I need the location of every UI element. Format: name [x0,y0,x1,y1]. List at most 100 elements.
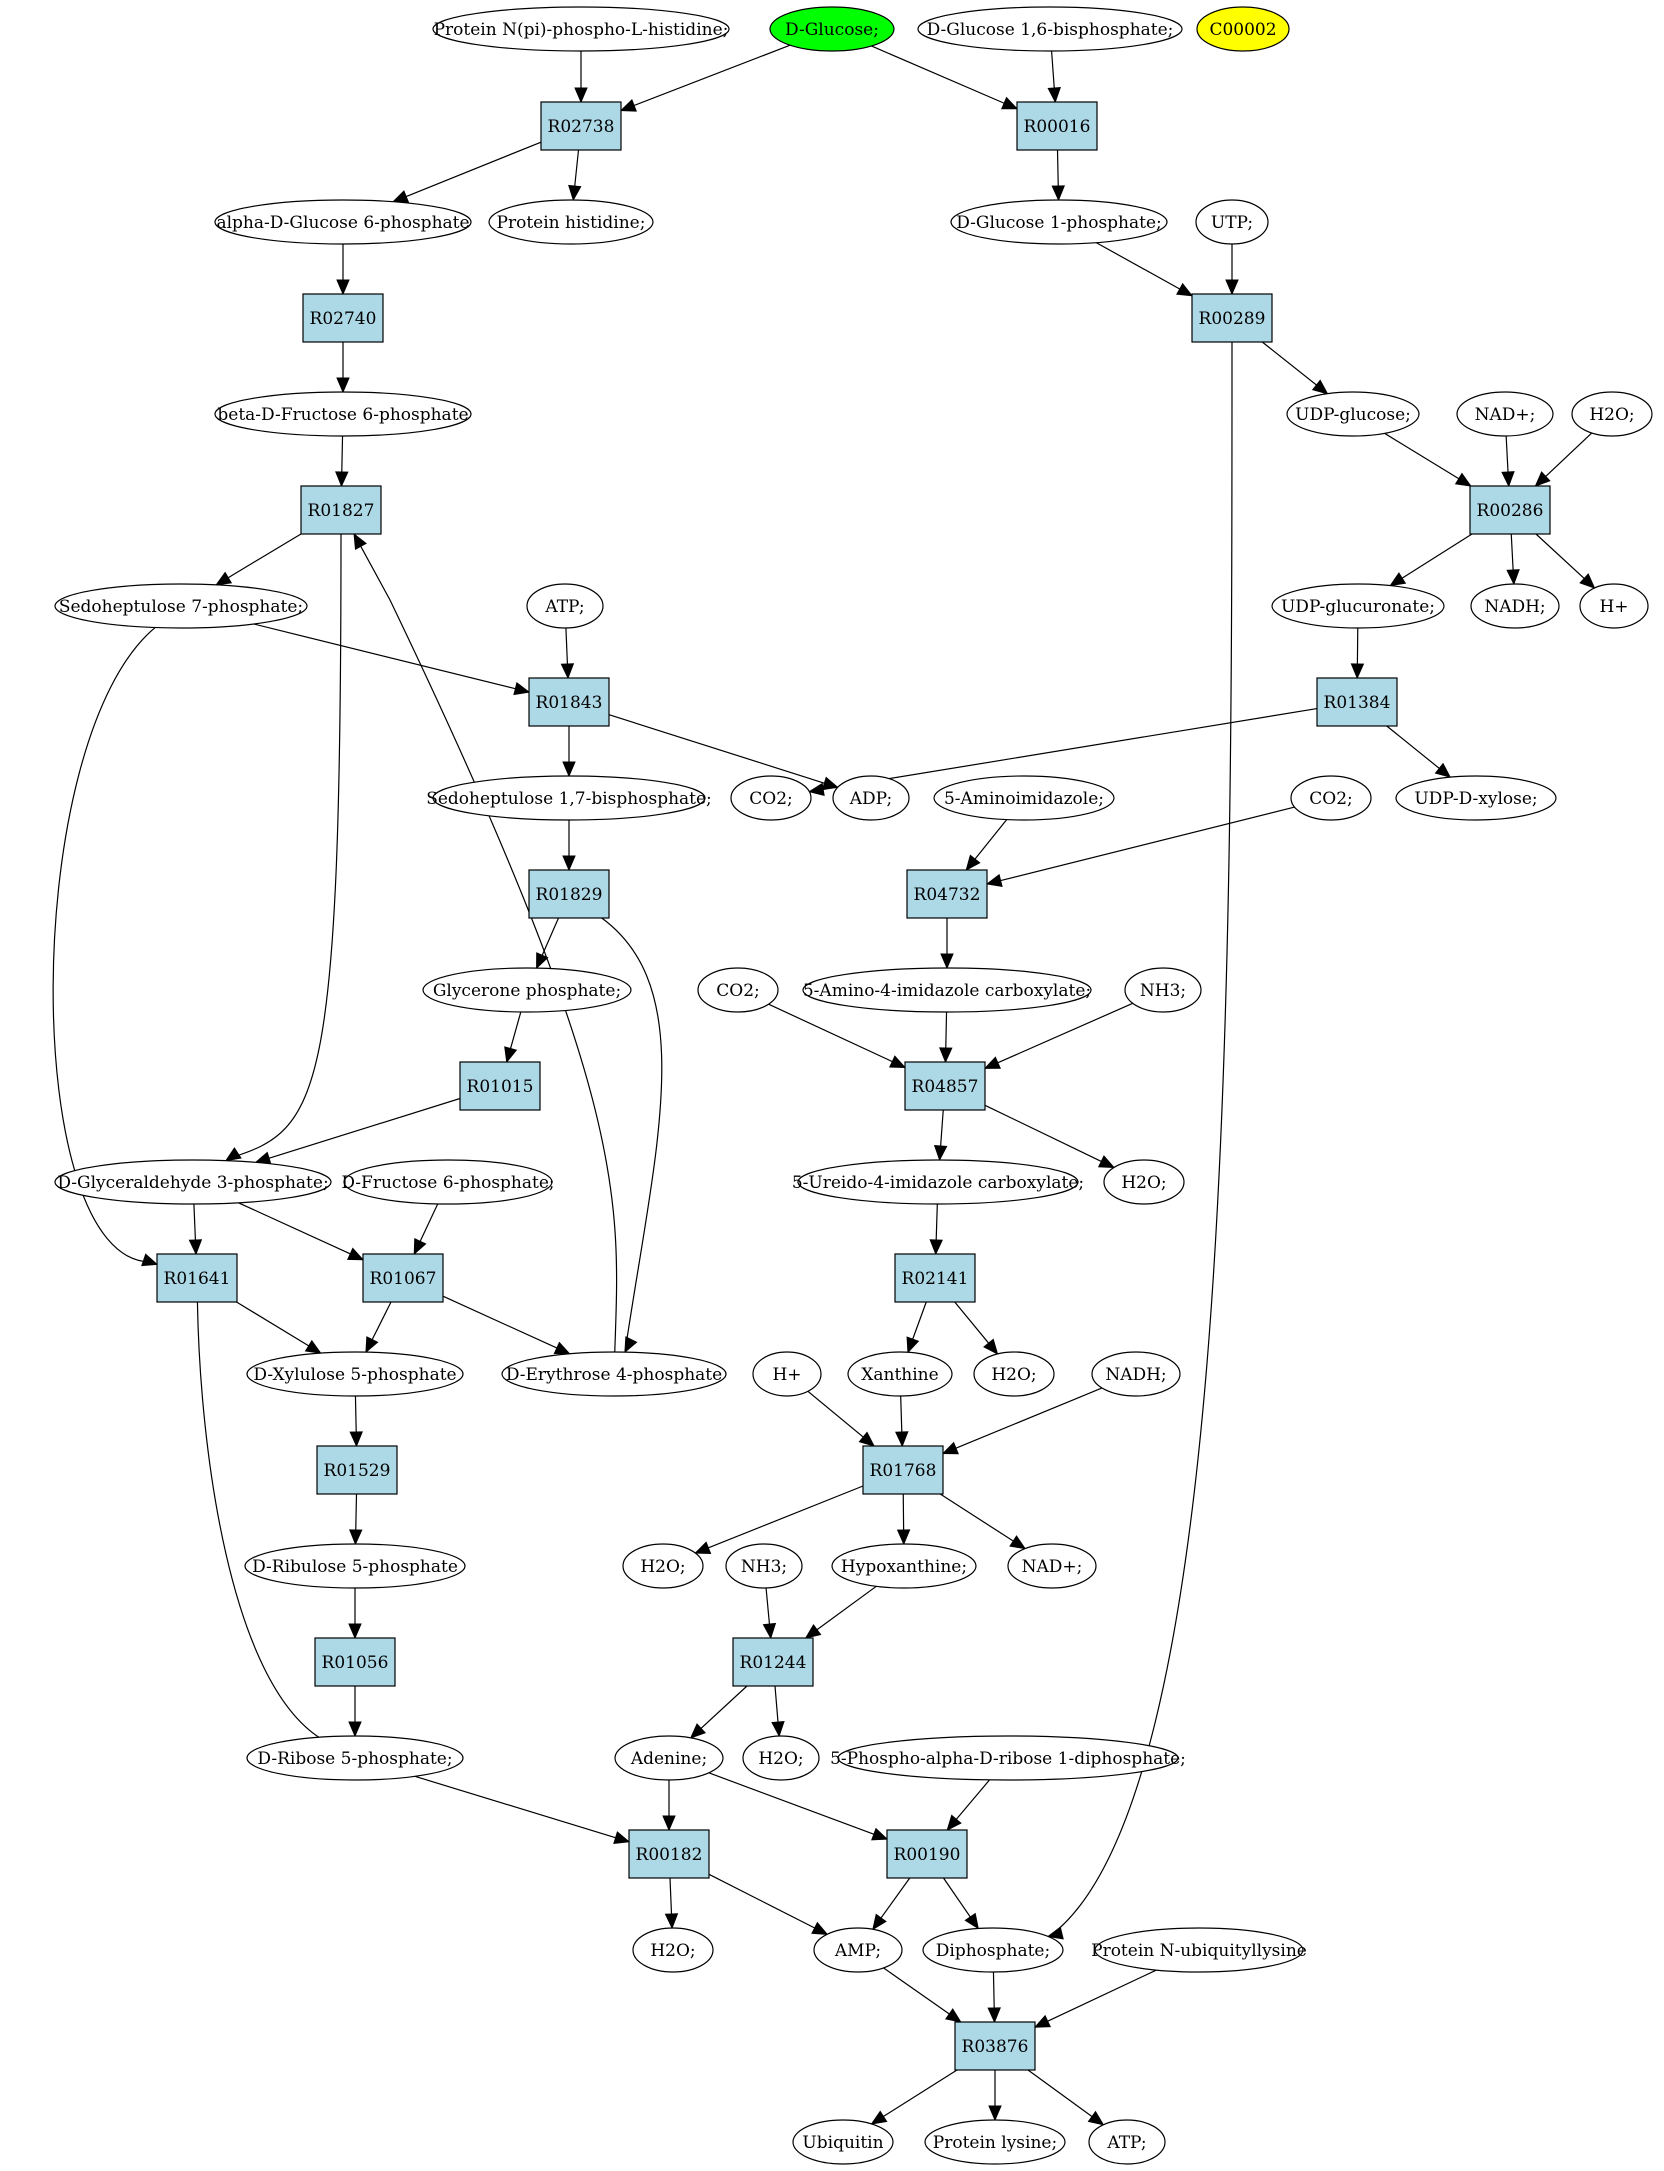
edge-r-R01244-to-c-h2o-e [774,1685,779,1725]
reaction-node-r01529[interactable]: R01529 [316,1445,398,1495]
compound-node-adp[interactable]: ADP; [832,775,910,821]
compound-ellipse [54,583,308,629]
reaction-box [904,1061,986,1111]
reaction-node-r01843[interactable]: R01843 [528,677,610,727]
node-label: 5-Phospho-alpha-D-ribose 1-diphosphate; [830,1749,1186,1769]
compound-node-h[interactable]: H+ [1579,583,1649,629]
reaction-node-r01244[interactable]: R01244 [732,1637,814,1687]
reaction-node-r01056[interactable]: R01056 [314,1637,396,1687]
reaction-node-r03876[interactable]: R03876 [954,2021,1036,2071]
compound-node-atp[interactable]: ATP; [526,583,604,629]
compound-node-adenine[interactable]: Adenine; [614,1735,724,1781]
compound-node-ubiquitin[interactable]: Ubiquitin [792,2119,894,2165]
compound-node-glycerone-phosphate[interactable]: Glycerone phosphate; [422,967,632,1013]
compound-node-protein-n-ubiquityllysine[interactable]: Protein N-ubiquityllysine [1091,1927,1307,1973]
reaction-node-r01015[interactable]: R01015 [459,1061,541,1111]
compound-node-protein-lysine[interactable]: Protein lysine; [924,2119,1066,2165]
reaction-node-r02740[interactable]: R02740 [302,293,384,343]
reaction-node-r00190[interactable]: R00190 [886,1829,968,1879]
compound-node-h2o[interactable]: H2O; [1571,391,1653,437]
compound-node-d-fructose-6-phosphate[interactable]: D-Fructose 6-phosphate; [341,1159,555,1205]
compound-node-beta-d-fructose-6-phosphate[interactable]: beta-D-Fructose 6-phosphate [214,391,472,437]
arrowhead [762,1622,777,1640]
arrowhead [1579,573,1596,589]
compound-node-alpha-d-glucose-6-phosphate[interactable]: alpha-D-Glucose 6-phosphate [214,199,472,245]
edge-r-R00286-to-c-hplus1 [1535,533,1587,581]
reaction-node-r01827[interactable]: R01827 [300,485,382,535]
edge-r-R03876-to-c-ubiquitin [881,2069,958,2119]
edge-r-R01529-to-c-dr5p-ribulose [355,1493,358,1533]
compound-node-d-glucose-1-6-bisphosphate[interactable]: D-Glucose 1,6-bisphosphate; [917,6,1183,52]
compound-ellipse [1195,199,1269,245]
compound-node-nh3[interactable]: NH3; [1124,967,1202,1013]
reaction-node-r00016[interactable]: R00016 [1016,101,1098,151]
node-label: H2O; [1121,1173,1166,1193]
node-label: NH3; [1140,981,1186,1001]
compound-node-h2o[interactable]: H2O; [973,1351,1055,1397]
compound-node-sedoheptulose-7-phosphate[interactable]: Sedoheptulose 7-phosphate; [54,583,308,629]
arrowhead [941,1441,959,1455]
edge-c-dga3p-to-r-R01641 [193,1203,197,1243]
compound-node-5-aminoimidazole[interactable]: 5-Aminoimidazole; [933,775,1115,821]
arrowhead [349,1431,363,1448]
compound-node-hypoxanthine[interactable]: Hypoxanthine; [831,1543,977,1589]
compound-node-nad[interactable]: NAD+; [1456,391,1554,437]
compound-node-d-glyceraldehyde-3-phosphate[interactable]: D-Glyceraldehyde 3-phosphate; [54,1159,332,1205]
reaction-node-r00289[interactable]: R00289 [1191,293,1273,343]
compound-node-d-glucose[interactable]: D-Glucose; [769,6,895,52]
compound-node-protein-histidine[interactable]: Protein histidine; [488,199,654,245]
compound-node-udp-glucose[interactable]: UDP-glucose; [1286,391,1420,437]
reaction-node-r01768[interactable]: R01768 [862,1445,944,1495]
compound-node-protein-n-pi-phospho-l-histidine[interactable]: Protein N(pi)-phospho-L-histidine; [432,6,730,52]
compound-node-5-ureido-4-imidazole-carboxylate[interactable]: 5-Ureido-4-imidazole carboxylate; [792,1159,1084,1205]
compound-node-h2o[interactable]: H2O; [632,1927,714,1973]
compound-node-d-glucose-1-phosphate[interactable]: D-Glucose 1-phosphate; [950,199,1168,245]
compound-node-5-amino-4-imidazole-carboxylate[interactable]: 5-Amino-4-imidazole carboxylate; [802,967,1092,1013]
compound-node-udp-glucuronate[interactable]: UDP-glucuronate; [1271,583,1445,629]
arrowhead [574,87,588,104]
compound-node-c00002[interactable]: C00002 [1196,6,1290,52]
node-label: H2O; [650,1941,695,1961]
compound-node-d-ribose-5-phosphate[interactable]: D-Ribose 5-phosphate; [246,1735,464,1781]
reaction-node-r01384[interactable]: R01384 [1316,677,1398,727]
reaction-node-r01067[interactable]: R01067 [362,1253,444,1303]
edge-c-hplus2-to-r-R01768 [807,1390,866,1439]
reaction-node-r04732[interactable]: R04732 [906,869,988,919]
reaction-node-r02141[interactable]: R02141 [894,1253,976,1303]
compound-node-co2[interactable]: CO2; [697,967,779,1013]
node-label: R01015 [467,1077,534,1097]
reaction-node-r01641[interactable]: R01641 [156,1253,238,1303]
compound-node-utp[interactable]: UTP; [1195,199,1269,245]
compound-node-co2[interactable]: CO2; [730,775,812,821]
compound-node-amp[interactable]: AMP; [813,1927,903,1973]
compound-node-xanthine[interactable]: Xanthine [847,1351,953,1397]
edge-r-R00286-to-c-nadh1 [1510,533,1514,573]
compound-node-d-erythrose-4-phosphate[interactable]: D-Erythrose 4-phosphate [501,1351,727,1397]
node-label: R02738 [548,117,615,137]
node-label: R04732 [914,885,981,905]
compound-node-h2o[interactable]: H2O; [742,1735,820,1781]
compound-node-nadh[interactable]: NADH; [1470,583,1560,629]
compound-node-nad[interactable]: NAD+; [1007,1543,1097,1589]
compound-node-sedoheptulose-1-7-bisphosphate[interactable]: Sedoheptulose 1,7-bisphosphate; [426,775,712,821]
compound-node-co2[interactable]: CO2; [1290,775,1372,821]
compound-node-h2o[interactable]: H2O; [622,1543,704,1589]
compound-node-d-xylulose-5-phosphate[interactable]: D-Xylulose 5-phosphate [246,1351,464,1397]
compound-node-5-phospho-alpha-d-ribose-1-diphosphate[interactable]: 5-Phospho-alpha-D-ribose 1-diphosphate; [830,1735,1186,1781]
reaction-node-r02738[interactable]: R02738 [540,101,622,151]
reaction-node-r04857[interactable]: R04857 [904,1061,986,1111]
reaction-node-r00182[interactable]: R00182 [628,1829,710,1879]
compound-node-udp-d-xylose[interactable]: UDP-D-xylose; [1395,775,1557,821]
compound-node-h2o[interactable]: H2O; [1103,1159,1185,1205]
edge-r-R01827-to-c-s7p [226,533,302,580]
reaction-node-r00286[interactable]: R00286 [1469,485,1551,535]
compound-node-h[interactable]: H+ [752,1351,822,1397]
reaction-node-r01829[interactable]: R01829 [528,869,610,919]
compound-node-d-ribulose-5-phosphate[interactable]: D-Ribulose 5-phosphate [244,1543,466,1589]
reaction-box [906,869,988,919]
compound-node-nh3[interactable]: NH3; [725,1543,803,1589]
compound-node-nadh[interactable]: NADH; [1091,1351,1181,1397]
compound-node-atp[interactable]: ATP; [1088,2119,1166,2165]
arrowhead [689,1723,707,1739]
compound-node-diphosphate[interactable]: Diphosphate; [922,1927,1064,1973]
